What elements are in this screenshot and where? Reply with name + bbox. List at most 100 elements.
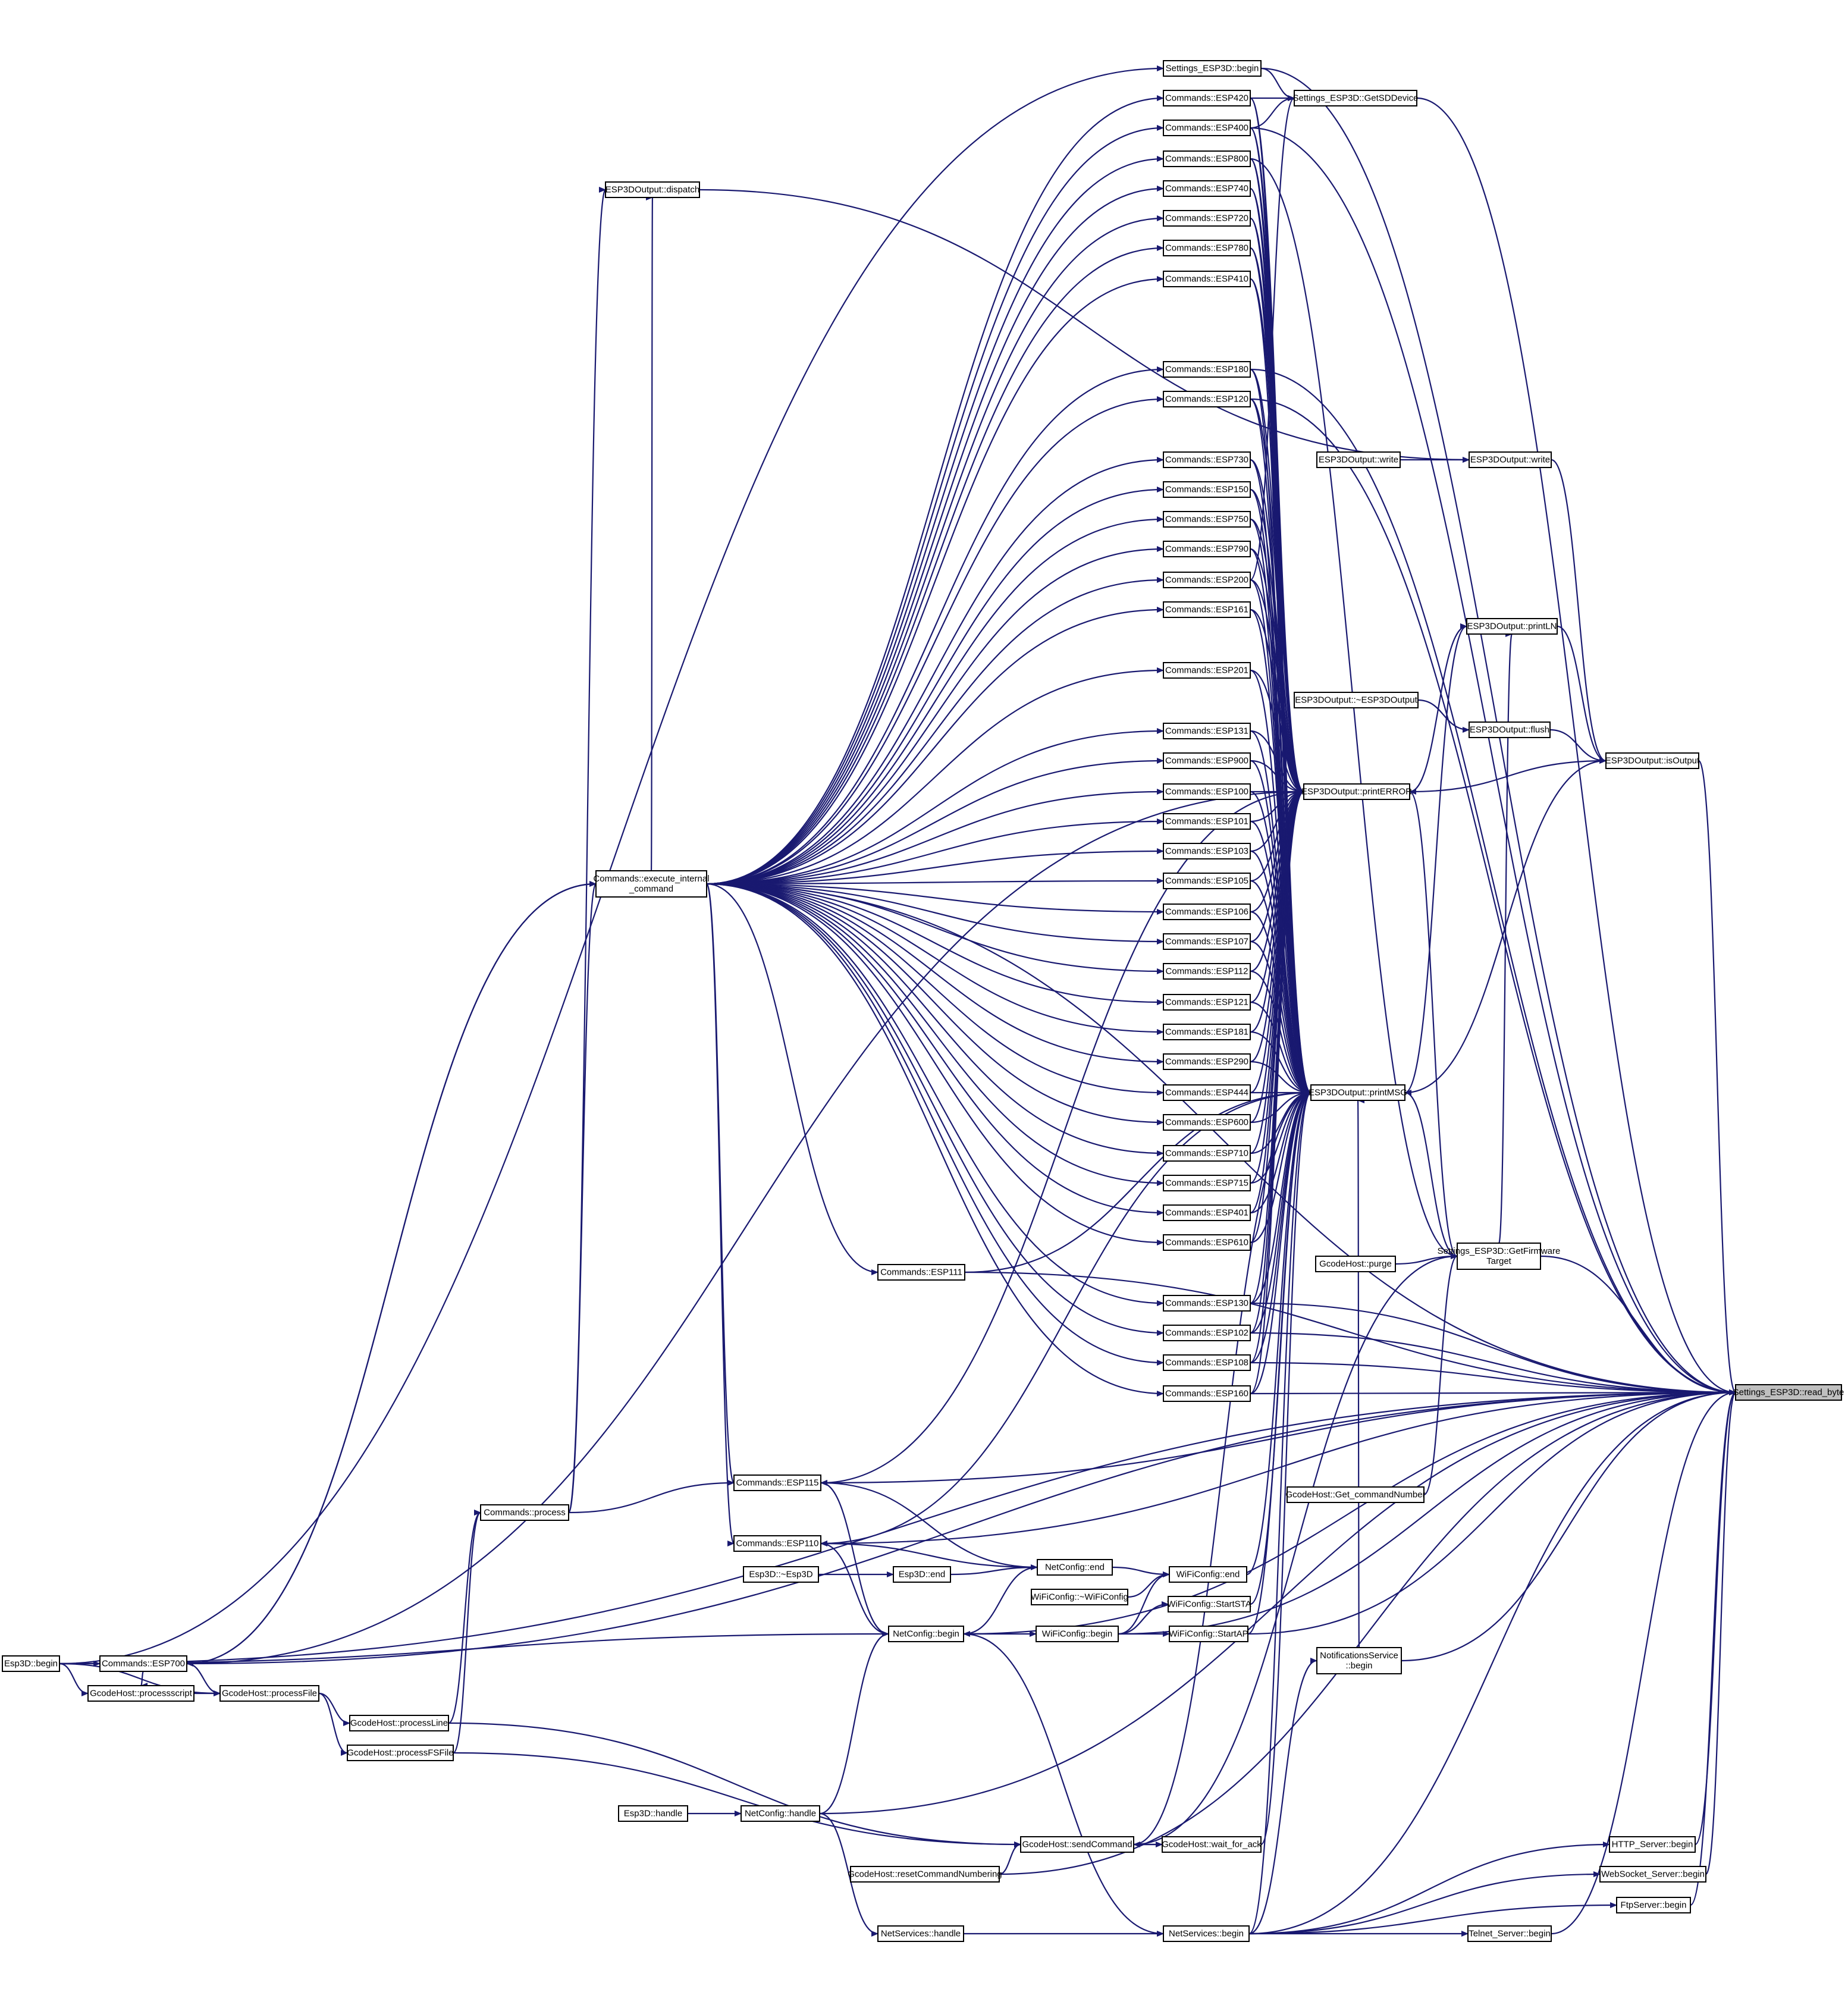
node-esp720[interactable]: Commands::ESP720 xyxy=(1163,210,1251,227)
node-label: Commands::ESP290 xyxy=(1165,1057,1248,1067)
node-esp3d-dtor[interactable]: Esp3D::~Esp3D xyxy=(743,1566,819,1583)
node-process[interactable]: Commands::process xyxy=(480,1504,569,1521)
node-gc-purge[interactable]: GcodeHost::purge xyxy=(1315,1256,1396,1272)
node-settings-begin[interactable]: Settings_ESP3D::begin xyxy=(1163,60,1262,77)
node-wifi-dtor[interactable]: WiFiConfig::~WiFiConfig xyxy=(1031,1589,1128,1605)
node-esp161[interactable]: Commands::ESP161 xyxy=(1163,601,1251,618)
node-esp600[interactable]: Commands::ESP600 xyxy=(1163,1114,1251,1131)
node-esp420[interactable]: Commands::ESP420 xyxy=(1163,90,1251,106)
node-getsd[interactable]: Settings_ESP3D::GetSDDevice xyxy=(1293,90,1419,106)
node-wifi-sta[interactable]: WiFiConfig::StartSTA xyxy=(1167,1596,1251,1612)
node-gc-wait[interactable]: GcodeHost::wait_for_ack xyxy=(1162,1836,1262,1853)
node-wifi-ap[interactable]: WiFiConfig::StartAP xyxy=(1169,1626,1248,1642)
node-esp3d-begin[interactable]: Esp3D::begin xyxy=(2,1655,60,1672)
node-esp102[interactable]: Commands::ESP102 xyxy=(1163,1325,1251,1341)
node-netsvc-begin[interactable]: NetServices::begin xyxy=(1163,1925,1250,1942)
node-read-byte[interactable]: Settings_ESP3D::read_byte xyxy=(1733,1384,1844,1401)
node-box xyxy=(1163,873,1251,889)
edge-exec-to-esp112 xyxy=(706,883,1164,974)
node-telnet-begin[interactable]: Telnet_Server::begin xyxy=(1467,1925,1552,1942)
node-label: Commands::ESP111 xyxy=(880,1268,962,1278)
node-wifi-end[interactable]: WiFiConfig::end xyxy=(1169,1566,1247,1583)
node-esp400[interactable]: Commands::ESP400 xyxy=(1163,120,1251,136)
node-esp700[interactable]: Commands::ESP700 xyxy=(99,1655,187,1672)
edge-println-to-isoutput xyxy=(1557,625,1607,764)
node-wifi-begin[interactable]: WiFiConfig::begin xyxy=(1036,1626,1119,1642)
node-esp120[interactable]: Commands::ESP120 xyxy=(1163,391,1251,407)
node-esp106[interactable]: Commands::ESP106 xyxy=(1163,903,1251,920)
node-esp410[interactable]: Commands::ESP410 xyxy=(1163,271,1251,287)
node-esp107[interactable]: Commands::ESP107 xyxy=(1163,933,1251,950)
node-esp750[interactable]: Commands::ESP750 xyxy=(1163,511,1251,528)
node-netcfg-end[interactable]: NetConfig::end xyxy=(1037,1559,1113,1576)
node-label: Commands::ESP105 xyxy=(1165,876,1248,886)
node-flush[interactable]: ESP3DOutput::flush xyxy=(1469,721,1551,738)
node-netcfg-begin[interactable]: NetConfig::begin xyxy=(888,1626,964,1642)
node-printerror[interactable]: ESP3DOutput::printERROR xyxy=(1301,783,1412,800)
node-gc-send[interactable]: GcodeHost::sendCommand xyxy=(1020,1836,1134,1853)
node-esp110[interactable]: Commands::ESP110 xyxy=(733,1535,821,1552)
node-notif-begin[interactable]: NotificationsService::begin xyxy=(1316,1647,1402,1674)
edge-exec-to-esp610 xyxy=(706,883,1164,1246)
node-esp121[interactable]: Commands::ESP121 xyxy=(1163,994,1251,1011)
node-esp130[interactable]: Commands::ESP130 xyxy=(1163,1295,1251,1312)
node-esp131[interactable]: Commands::ESP131 xyxy=(1163,723,1251,739)
node-esp200[interactable]: Commands::ESP200 xyxy=(1163,572,1251,588)
node-esp610[interactable]: Commands::ESP610 xyxy=(1163,1234,1251,1251)
node-label: Commands::execute_internal xyxy=(593,874,709,884)
node-gc-reset[interactable]: GcodeHost::resetCommandNumbering xyxy=(848,1866,1002,1883)
node-esp112[interactable]: Commands::ESP112 xyxy=(1163,963,1251,980)
node-dispatch[interactable]: ESP3DOutput::dispatch xyxy=(605,181,700,198)
node-esp105[interactable]: Commands::ESP105 xyxy=(1163,873,1251,889)
node-esp101[interactable]: Commands::ESP101 xyxy=(1163,813,1251,830)
node-esp800[interactable]: Commands::ESP800 xyxy=(1163,150,1251,167)
node-write1[interactable]: ESP3DOutput::write xyxy=(1316,451,1401,468)
node-esp108[interactable]: Commands::ESP108 xyxy=(1163,1354,1251,1371)
node-gc-line[interactable]: GcodeHost::processLine xyxy=(349,1715,449,1731)
node-esp115[interactable]: Commands::ESP115 xyxy=(733,1475,821,1491)
node-println[interactable]: ESP3DOutput::printLN xyxy=(1466,618,1558,635)
node-esp401[interactable]: Commands::ESP401 xyxy=(1163,1204,1251,1221)
node-esp730[interactable]: Commands::ESP730 xyxy=(1163,451,1251,468)
node-esp290[interactable]: Commands::ESP290 xyxy=(1163,1053,1251,1070)
node-esp740[interactable]: Commands::ESP740 xyxy=(1163,180,1251,197)
node-esp710[interactable]: Commands::ESP710 xyxy=(1163,1145,1251,1162)
node-esp3d-handle[interactable]: Esp3D::handle xyxy=(618,1805,688,1822)
node-esp160[interactable]: Commands::ESP160 xyxy=(1163,1385,1251,1402)
node-esp715[interactable]: Commands::ESP715 xyxy=(1163,1175,1251,1191)
node-isoutput[interactable]: ESP3DOutput::isOutput xyxy=(1605,752,1700,769)
node-gc-file[interactable]: GcodeHost::processFile xyxy=(219,1685,319,1702)
node-box xyxy=(1163,361,1251,378)
node-box xyxy=(1163,933,1251,950)
node-ws-begin[interactable]: WebSocket_Server::begin xyxy=(1599,1866,1706,1883)
node-esp181[interactable]: Commands::ESP181 xyxy=(1163,1024,1251,1040)
node-netsvc-handle[interactable]: NetServices::handle xyxy=(877,1925,964,1942)
node-box xyxy=(1036,1626,1119,1642)
node-esp900[interactable]: Commands::ESP900 xyxy=(1163,752,1251,769)
node-esp201[interactable]: Commands::ESP201 xyxy=(1163,662,1251,679)
node-gc-script[interactable]: GcodeHost::processscript xyxy=(87,1685,194,1702)
node-esp150[interactable]: Commands::ESP150 xyxy=(1163,481,1251,498)
node-esp780[interactable]: Commands::ESP780 xyxy=(1163,240,1251,256)
node-esp100[interactable]: Commands::ESP100 xyxy=(1163,783,1251,800)
node-esp444[interactable]: Commands::ESP444 xyxy=(1163,1084,1251,1101)
node-box xyxy=(733,1535,821,1552)
node-ftp-begin[interactable]: FtpServer::begin xyxy=(1616,1897,1691,1913)
node-exec[interactable]: Commands::execute_internal_command xyxy=(593,870,710,898)
node-esp790[interactable]: Commands::ESP790 xyxy=(1163,541,1251,557)
node-esp103[interactable]: Commands::ESP103 xyxy=(1163,843,1251,859)
node-box xyxy=(1169,1626,1248,1642)
node-esp3d-end[interactable]: Esp3D::end xyxy=(893,1566,951,1583)
node-esp180[interactable]: Commands::ESP180 xyxy=(1163,361,1251,378)
node-esp111[interactable]: Commands::ESP111 xyxy=(877,1264,965,1281)
node-write2[interactable]: ESP3DOutput::write xyxy=(1469,451,1552,468)
node-http-begin[interactable]: HTTP_Server::begin xyxy=(1609,1836,1696,1853)
node-printmsg[interactable]: ESP3DOutput::printMSG xyxy=(1309,1084,1407,1101)
node-gc-getcmd[interactable]: GcodeHost::Get_commandNumber xyxy=(1285,1486,1426,1503)
node-label: GcodeHost::processFile xyxy=(222,1689,317,1699)
edge-esp401-to-printmsg xyxy=(1250,1090,1312,1214)
node-gc-fsfile[interactable]: GcodeHost::processFSFile xyxy=(347,1745,454,1761)
node-netcfg-handle[interactable]: NetConfig::handle xyxy=(741,1805,820,1822)
node-dtor-out[interactable]: ESP3DOutput::~ESP3DOutput xyxy=(1294,692,1419,708)
